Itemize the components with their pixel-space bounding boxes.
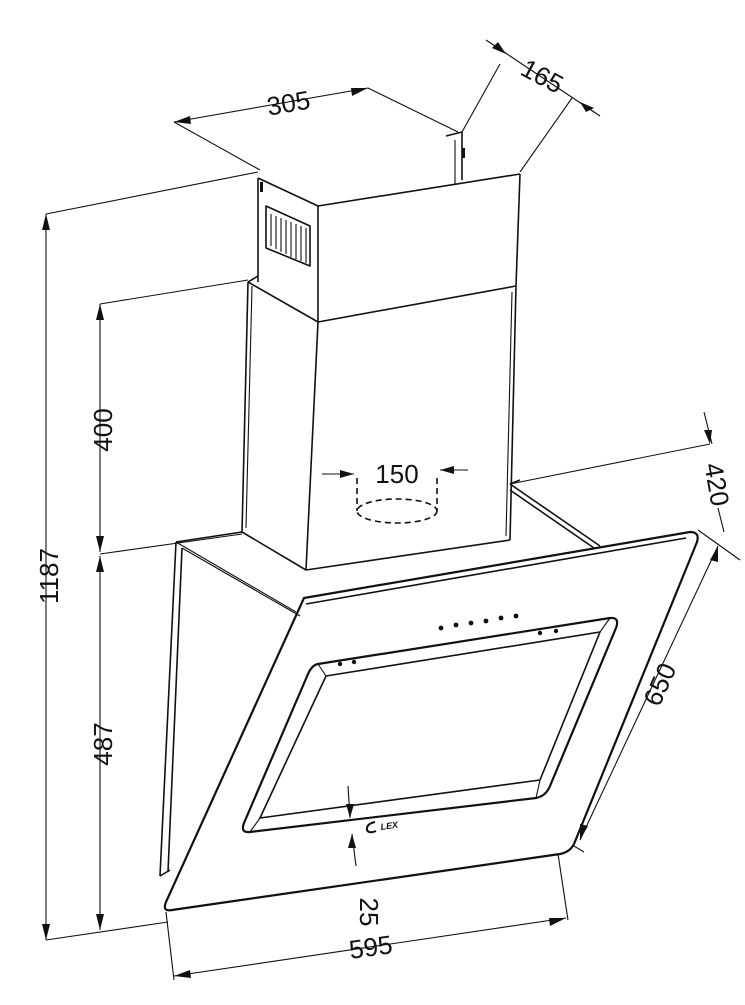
brand-name: LEX [380,820,400,832]
brand-logo: LEX [365,820,400,834]
dim-total-height: 1187 [34,548,64,604]
dim-body-height: 487 [88,722,118,765]
dim-chimney-width: 305 [264,85,312,122]
dim-body-width: 595 [347,929,394,965]
bracket-mark [462,148,465,158]
lex-logo-icon [365,821,377,834]
bracket-mark-left [260,182,263,192]
dim-chimney-depth: 165 [516,53,568,100]
hood-body: LEX [159,479,699,912]
dim-chimney-height: 400 [88,408,118,451]
vent-grille-icon [265,205,311,267]
control-buttons-icon [438,613,519,631]
chimney [241,131,521,571]
dim-body-depth: 420 [698,460,735,508]
dim-duct-diameter: 150 [375,459,418,489]
dimension-lines: 1187 400 487 305 165 150 [34,39,741,981]
duct-outlet [356,478,438,524]
dim-bottom-offset: 25 [354,898,384,927]
glass-panel [163,530,699,912]
